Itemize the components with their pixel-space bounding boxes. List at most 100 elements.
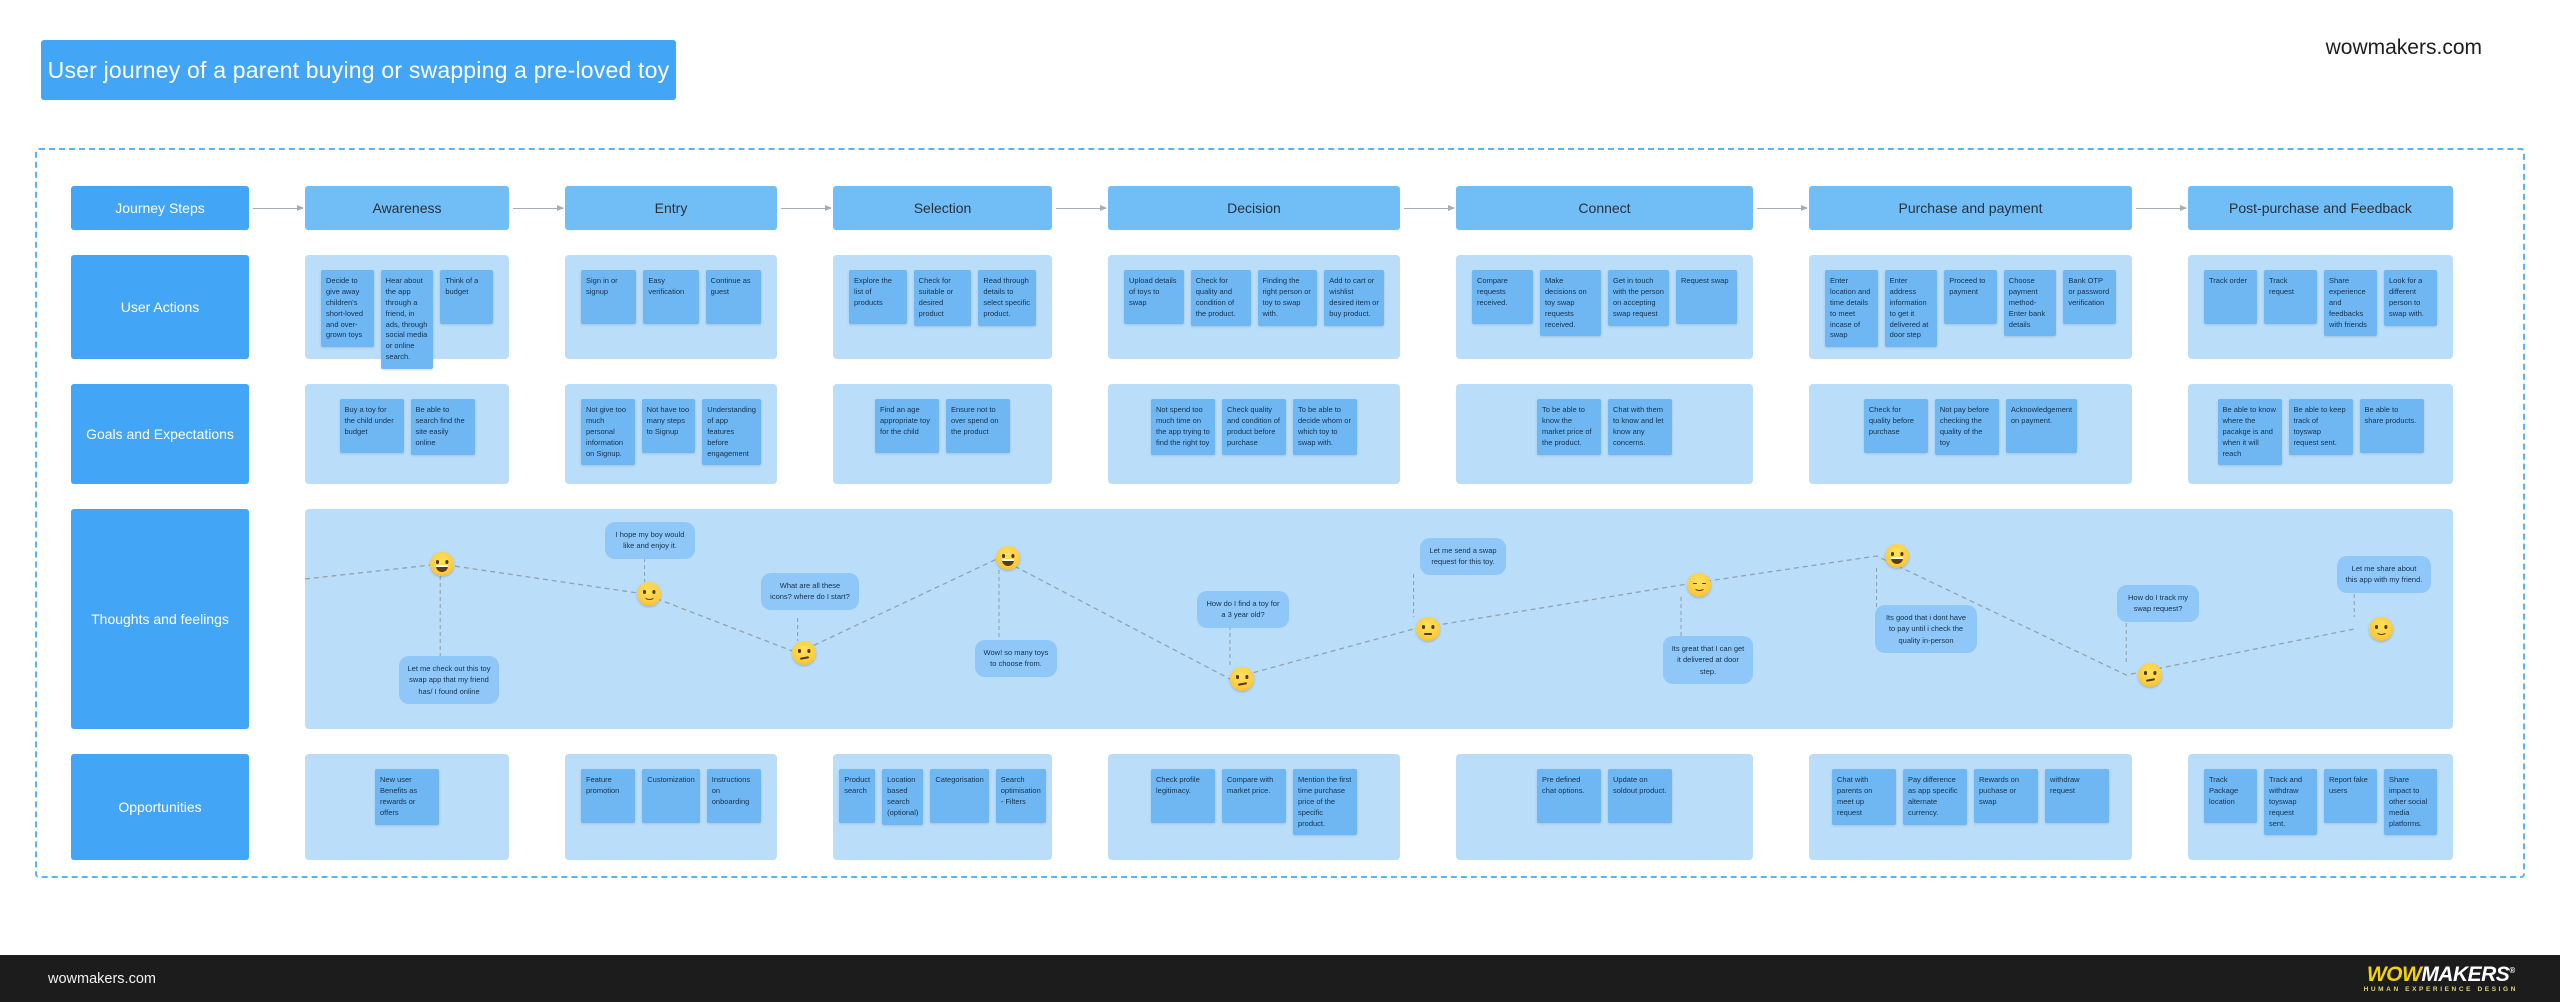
emoji-confused-icon	[792, 641, 816, 665]
arrow-right-icon	[1404, 204, 1455, 211]
sticky-note: Sign in or signup	[581, 270, 637, 324]
sticky-note: Upload details of toys to swap	[1124, 270, 1184, 324]
sticky-note: Track request	[2264, 270, 2317, 324]
sticky-note: Read through details to select specific …	[978, 270, 1037, 326]
emoji-slightly-smiling-icon	[637, 582, 661, 606]
thought-bubble: How do I track my swap request?	[2117, 585, 2199, 622]
thought-bubble: What are all these icons? where do I sta…	[761, 573, 859, 610]
sticky-note: Search optimisation - Filters	[995, 769, 1046, 823]
row-label-journey-steps: Journey Steps	[71, 186, 304, 230]
site-link-footer[interactable]: wowmakers.com	[48, 970, 156, 987]
sticky-note: withdraw request	[2045, 769, 2109, 823]
cell-actions-post-purchase: Track order Track request Share experien…	[2188, 255, 2453, 359]
cell-actions-purchase: Enter location and time details to meet …	[1809, 255, 2132, 359]
cell-goals-decision: Not spend too much time on the app tryin…	[1108, 384, 1400, 484]
site-link-top[interactable]: wowmakers.com	[2325, 36, 2482, 59]
step-header-text: Awareness	[372, 200, 442, 216]
cell-actions-selection: Explore the list of products Check for s…	[833, 255, 1052, 359]
thought-bubble: Its good that i dont have to pay until i…	[1875, 605, 1977, 653]
sticky-note: Understanding of app features before eng…	[702, 399, 761, 466]
emoji-neutral-icon	[1416, 617, 1440, 641]
sticky-note: Be able to search find the site easily o…	[410, 399, 475, 455]
thought-bubble: Its great that I can get it delivered at…	[1663, 636, 1753, 684]
step-header-purchase: Purchase and payment	[1809, 186, 2187, 230]
sticky-note: Check for quality before purchase	[1863, 399, 1928, 453]
footer-bar: wowmakers.com WOWMAKERS® HUMAN EXPERIENC…	[0, 955, 2560, 1002]
sticky-note: Ensure not to over spend on the product	[946, 399, 1010, 453]
emoji-grinning-icon	[430, 552, 454, 576]
cell-goals-awareness: Buy a toy for the child under budget Be …	[305, 384, 509, 484]
sticky-note: Share experience and feedbacks with frie…	[2324, 270, 2377, 337]
emoji-relieved-icon	[1687, 573, 1711, 597]
row-label-goals: Goals and Expectations	[71, 384, 249, 484]
emoji-confused-icon	[1230, 667, 1254, 691]
row-label-text: Journey Steps	[115, 199, 205, 216]
sticky-note: Compare requests received.	[1472, 270, 1533, 324]
step-header-selection: Selection	[833, 186, 1107, 230]
cell-opps-awareness: New user Benefits as rewards or offers	[305, 754, 509, 860]
sticky-note: To be able to decide whom or which toy t…	[1293, 399, 1357, 455]
sticky-note: Location based search (optional)	[882, 769, 924, 825]
sticky-note: Chat with them to know and let know any …	[1608, 399, 1672, 455]
sticky-note: Not have too many steps to Signup	[641, 399, 696, 453]
sticky-note: Report fake users	[2324, 769, 2377, 823]
sticky-note: Proceed to payment	[1944, 270, 1997, 324]
sticky-note: Be able to share products.	[2359, 399, 2424, 453]
sticky-note: Not spend too much time on the app tryin…	[1151, 399, 1215, 455]
cell-goals-entry: Not give too much personal information o…	[565, 384, 777, 484]
emoji-grinning-icon	[1885, 544, 1909, 568]
thought-bubble: Let me check out this toy swap app that …	[399, 656, 499, 704]
page-title-text: User journey of a parent buying or swapp…	[47, 56, 670, 83]
sticky-note: Get in touch with the person on acceptin…	[1608, 270, 1669, 326]
sticky-note: Bank OTP or password verification	[2063, 270, 2116, 324]
thought-bubble: I hope my boy would like and enjoy it.	[605, 522, 695, 559]
step-header-text: Post-purchase and Feedback	[2229, 200, 2412, 216]
sticky-note: Request swap	[1676, 270, 1737, 324]
sticky-note: Easy verification	[643, 270, 699, 324]
emoji-grinning-icon	[996, 546, 1020, 570]
sticky-note: To be able to know the market price of t…	[1537, 399, 1601, 455]
thought-bubble: Let me share about this app with my frie…	[2337, 556, 2431, 593]
cell-goals-purchase: Check for quality before purchase Not pa…	[1809, 384, 2132, 484]
arrow-right-icon	[781, 204, 832, 211]
cell-goals-post-purchase: Be able to know where the pacakge is and…	[2188, 384, 2453, 484]
page-title: User journey of a parent buying or swapp…	[41, 40, 676, 100]
sticky-note: Categorisation	[930, 769, 989, 823]
sticky-note: Track and withdraw toyswap request sent.	[2264, 769, 2317, 836]
sticky-note: Be able to keep track of toyswap request…	[2288, 399, 2353, 455]
sticky-note: Check for suitable or desired product	[913, 270, 972, 326]
arrow-right-icon	[1757, 204, 1808, 211]
step-header-text: Purchase and payment	[1898, 200, 2043, 216]
sticky-note: Decide to give away children's short-lov…	[321, 270, 374, 348]
journey-grid: Journey Steps Awareness Entry Selection …	[71, 186, 2489, 860]
cell-opps-connect: Pre defined chat options. Update on sold…	[1456, 754, 1753, 860]
sticky-note: Hear about the app through a friend, in …	[380, 270, 434, 369]
sticky-note: Explore the list of products	[849, 270, 907, 324]
sticky-note: Not give too much personal information o…	[581, 399, 635, 466]
sticky-note: Enter location and time details to meet …	[1825, 270, 1878, 348]
wowmakers-logo[interactable]: WOWMAKERS® HUMAN EXPERIENCE DESIGN	[2364, 964, 2518, 994]
wowmakers-logo-wordmark: WOWMAKERS®	[2367, 964, 2515, 985]
thought-bubble: How do I find a toy for a 3 year old?	[1197, 591, 1289, 628]
sticky-note: Pre defined chat options.	[1537, 769, 1601, 823]
sticky-note: Be able to know where the pacakge is and…	[2217, 399, 2282, 466]
cell-opps-decision: Check profile legitimacy. Compare with m…	[1108, 754, 1400, 860]
logo-tagline: HUMAN EXPERIENCE DESIGN	[2363, 985, 2518, 993]
sticky-note: Finding the right person or toy to swap …	[1257, 270, 1318, 326]
step-header-text: Selection	[913, 200, 972, 216]
logo-makers-text: MAKERS	[2421, 962, 2510, 986]
sticky-note: Rewards on puchase or swap	[1974, 769, 2038, 823]
sticky-note: Make decisions on toy swap requests rece…	[1540, 270, 1601, 337]
sticky-note: Share impact to other social media platf…	[2384, 769, 2437, 836]
cell-actions-awareness: Decide to give away children's short-lov…	[305, 255, 509, 369]
thought-bubble: Wow! so many toys to choose from.	[975, 640, 1057, 677]
sticky-note: Acknowledgement on payment.	[2005, 399, 2078, 453]
sticky-note: Track order	[2204, 270, 2257, 324]
sticky-note: Mention the first time purchase price of…	[1293, 769, 1357, 836]
registered-mark-icon: ®	[2509, 965, 2515, 975]
sticky-note: Find an age appropriate toy for the chil…	[875, 399, 939, 453]
cell-opps-entry: Feature promotion Customization Instruct…	[565, 754, 777, 860]
arrow-right-icon	[1056, 204, 1107, 211]
sticky-note: Instructions on onboarding	[706, 769, 761, 823]
